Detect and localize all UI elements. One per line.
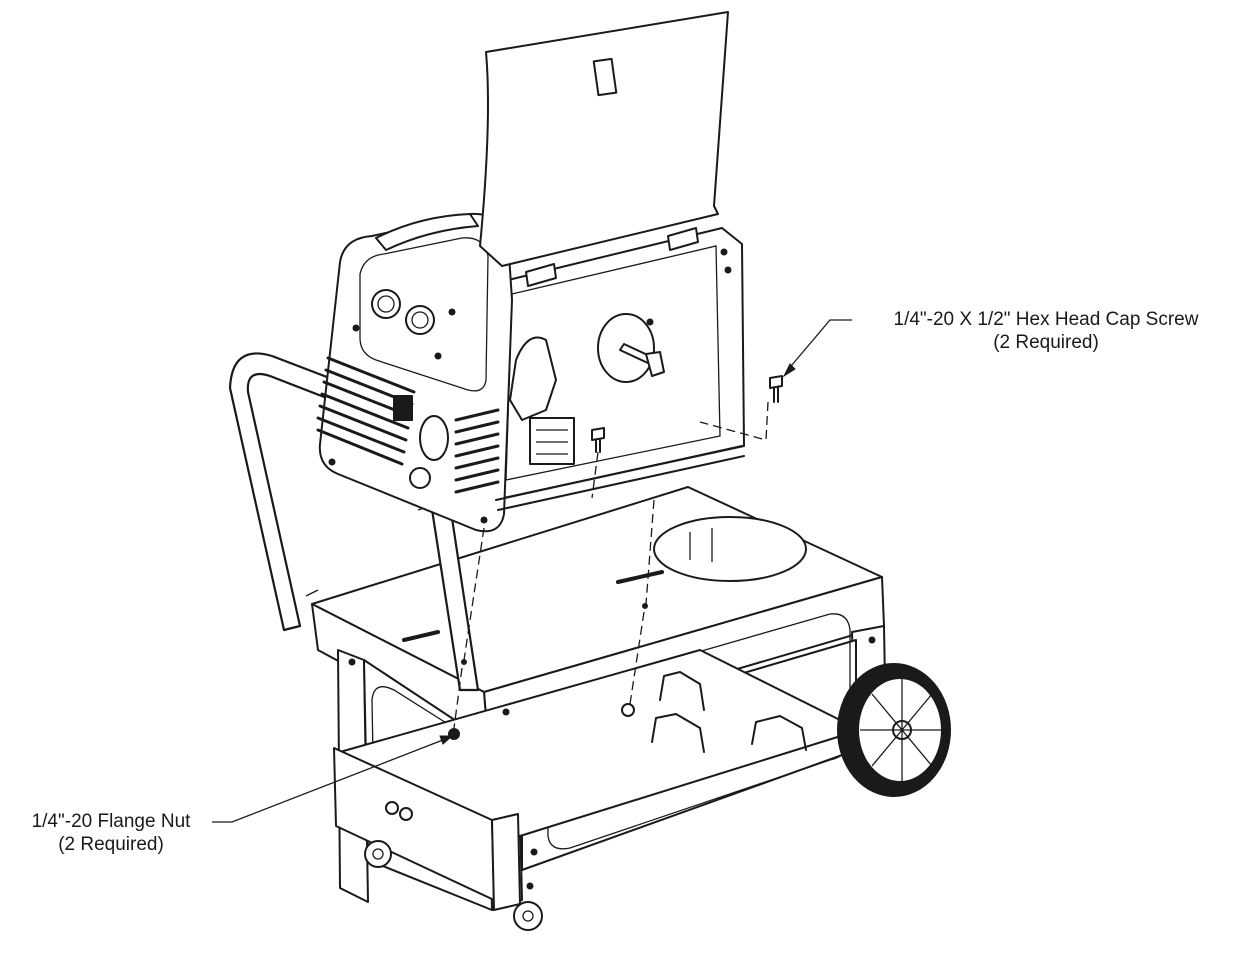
front-vent-grille — [316, 356, 416, 466]
cap-screw-label: 1/4"-20 X 1/2" Hex Head Cap Screw — [893, 309, 1199, 330]
flange-nut-quantity: (2 Required) — [58, 834, 164, 855]
cap-screw-quantity: (2 Required) — [993, 332, 1099, 353]
mount-hole — [720, 248, 728, 256]
cover-hinge — [667, 227, 699, 251]
cap-screw-callout: 1/4"-20 X 1/2" Hex Head Cap Screw (2 Req… — [852, 308, 1240, 354]
alignment-line — [453, 667, 463, 729]
flange-nut-leader-arrow — [439, 735, 454, 745]
alignment-line — [645, 499, 655, 605]
welder-front-bezel — [359, 237, 489, 392]
cap-screw-leader-arrow — [782, 363, 796, 378]
cap-screw-leader — [785, 319, 852, 373]
alignment-line — [629, 611, 645, 705]
mount-hole — [642, 603, 648, 609]
cylinder-holder — [751, 715, 807, 751]
terminal-block — [529, 417, 575, 465]
mount-hole — [646, 318, 654, 326]
cover-latch — [592, 57, 618, 97]
wire-speed-knob — [405, 305, 435, 335]
bolt-hole — [530, 848, 538, 856]
gun-connector — [419, 415, 449, 461]
terminal-block-lines — [536, 429, 568, 455]
voltage-knob — [371, 289, 401, 319]
mount-hole — [724, 266, 732, 274]
front-caster — [364, 840, 392, 868]
drive-roll-assembly — [509, 336, 557, 421]
mount-hole — [328, 458, 336, 466]
alignment-line — [463, 527, 485, 661]
mount-hole — [461, 659, 467, 665]
bolt-hole — [348, 658, 356, 666]
welder-base-rail — [495, 445, 745, 511]
front-caster — [513, 901, 543, 931]
cylinder-holder — [659, 671, 705, 711]
hinged-cover — [479, 11, 729, 267]
side-vent-grille — [454, 408, 500, 494]
bolt-hole — [526, 882, 534, 890]
cap-screw — [769, 375, 783, 403]
spool-wing-nut — [645, 351, 665, 377]
flange-nut-callout: 1/4"-20 Flange Nut (2 Required) — [4, 810, 218, 856]
flange-nut — [621, 703, 635, 717]
mount-hole — [480, 516, 488, 524]
cart-bottom-rail-front — [491, 813, 521, 911]
shelf-slot — [616, 570, 664, 584]
bolt-hole — [868, 636, 876, 644]
cylinder-opening — [653, 516, 807, 582]
indicator-light — [448, 308, 456, 316]
welder-top-handle — [375, 213, 479, 251]
cylinder-holder — [651, 713, 705, 753]
cap-screw — [591, 427, 605, 453]
welder — [316, 11, 745, 533]
nut — [399, 807, 413, 821]
alignment-line — [591, 451, 599, 499]
ground-clamp-connector — [409, 467, 431, 489]
rear-wheel — [837, 663, 951, 797]
shelf-slot — [402, 630, 440, 642]
cylinder-bracket — [689, 528, 713, 562]
bolt-hole — [502, 708, 510, 716]
power-switch — [393, 395, 413, 421]
indicator-light — [434, 352, 442, 360]
flange-nut-leader — [212, 737, 449, 823]
flange-nut-label: 1/4"-20 Flange Nut — [31, 811, 191, 832]
cover-hinge — [525, 263, 557, 287]
nut — [385, 801, 399, 815]
mount-hole — [352, 324, 360, 332]
